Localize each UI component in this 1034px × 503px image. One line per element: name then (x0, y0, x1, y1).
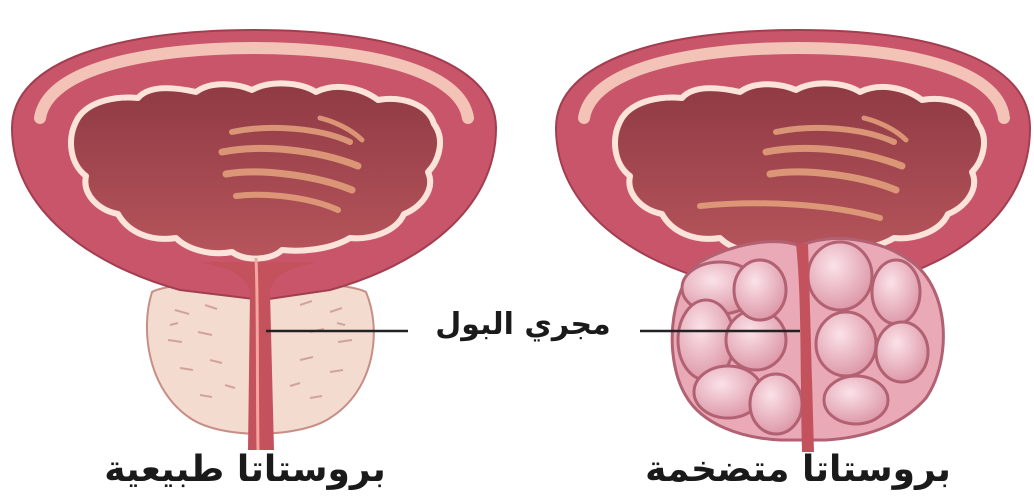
prostate-lobe (872, 260, 920, 324)
prostate-lobe (824, 376, 888, 424)
prostate-lobe (750, 374, 802, 434)
enlarged-prostate-illustration (556, 30, 1030, 452)
prostate-lobe (734, 260, 786, 320)
normal-prostate-caption: بروستاتا طبيعية (95, 452, 395, 488)
prostate-lobe (816, 312, 876, 376)
prostate-lobe (808, 242, 872, 310)
normal-urethra (256, 258, 258, 450)
normal-prostate-illustration (12, 30, 496, 450)
prostate-lobe (876, 322, 928, 382)
enlarged-prostate-caption: بروستاتا متضخمة (608, 452, 988, 488)
urethra-label: مجري البول (404, 310, 642, 340)
